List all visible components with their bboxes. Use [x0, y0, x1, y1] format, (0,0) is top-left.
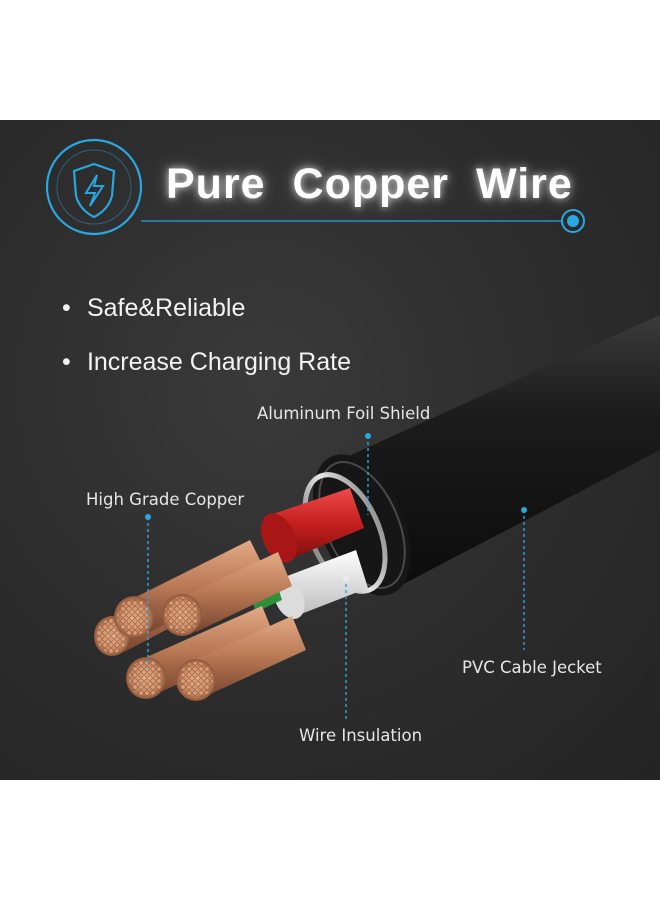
callout-leaders	[147, 436, 525, 720]
title-underline-dot	[561, 209, 585, 233]
shield-lightning-icon	[45, 138, 143, 236]
page-title: Pure Copper Wire	[166, 160, 573, 208]
feature-item: • Safe&Reliable	[62, 294, 245, 323]
feature-item: • Increase Charging Rate	[62, 348, 351, 377]
cable-illustration	[45, 138, 660, 720]
callout-aluminum-foil: Aluminum Foil Shield	[257, 404, 431, 423]
inner-cores	[248, 488, 368, 619]
product-banner: Pure Copper Wire • Safe&Reliable • Incre…	[0, 120, 660, 780]
callout-copper: High Grade Copper	[86, 490, 245, 509]
bullet-dot: •	[62, 348, 71, 376]
feature-label: Increase Charging Rate	[86, 348, 351, 376]
feature-label: Safe&Reliable	[86, 294, 246, 322]
copper-strands	[94, 540, 306, 701]
bullet-dot: •	[62, 294, 71, 322]
callout-jacket: PVC Cable Jecket	[462, 658, 602, 677]
callout-insulation: Wire Insulation	[299, 726, 423, 745]
